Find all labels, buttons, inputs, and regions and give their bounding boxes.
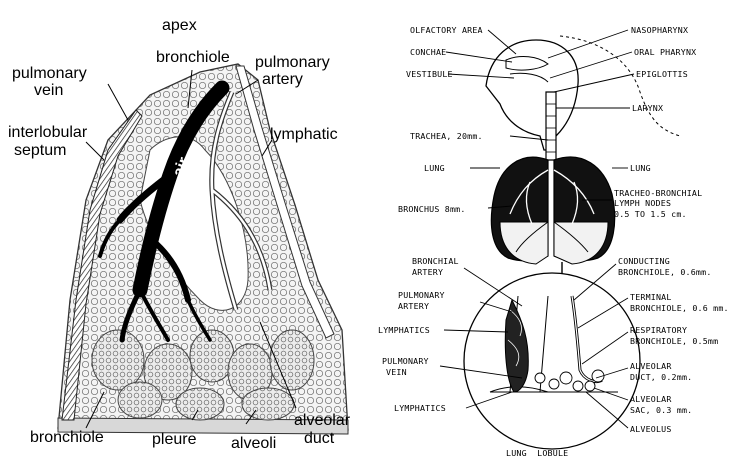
label-terminal-line1: TERMINAL bbox=[630, 292, 672, 302]
label-bronchiole-top: bronchiole bbox=[156, 50, 230, 66]
label-oral-pharynx: ORAL PHARYNX bbox=[634, 47, 696, 57]
respiratory-tract bbox=[440, 30, 680, 449]
label-alveolar-sac-line1: ALVEOLAR bbox=[630, 394, 672, 404]
label-trachea: TRACHEA, 20mm. bbox=[410, 131, 483, 141]
label-conducting-line1: CONDUCTING bbox=[618, 256, 670, 266]
label-alveolus: ALVEOLUS bbox=[630, 424, 672, 434]
label-pulmonary-vein-line1-r: PULMONARY bbox=[382, 356, 429, 366]
label-alveolar-sac-line2: SAC, 0.3 mm. bbox=[630, 405, 692, 415]
label-nasopharynx: NASOPHARYNX bbox=[631, 25, 688, 35]
label-lymphatic: lymphatic bbox=[270, 127, 338, 143]
label-alveolar-duct-line2: duct bbox=[304, 431, 334, 447]
label-alveolar-duct-line2-r: DUCT, 0.2mm. bbox=[630, 372, 692, 382]
label-tracheo-bronchial-line1: TRACHEO-BRONCHIAL bbox=[614, 188, 702, 198]
label-respiratory-line2: BRONCHIOLE, 0.5mm bbox=[630, 336, 718, 346]
label-bronchial-artery-line2: ARTERY bbox=[412, 267, 443, 277]
label-interlobular-septum-line1: interlobular bbox=[8, 125, 87, 141]
label-conchae: CONCHAE bbox=[410, 47, 446, 57]
label-pulmonary-artery-line1: pulmonary bbox=[255, 55, 330, 71]
label-tracheo-bronchial-line2: LYMPH NODES bbox=[614, 198, 671, 208]
label-respiratory-line1: RESPIRATORY bbox=[630, 325, 687, 335]
label-conducting-line2: BRONCHIOLE, 0.6mm. bbox=[618, 267, 712, 277]
label-terminal-line2: BRONCHIOLE, 0.6 mm. bbox=[630, 303, 729, 313]
label-pulmonary-artery-line2: artery bbox=[262, 72, 303, 88]
label-lung-lobule: LUNG LOBULE bbox=[506, 448, 568, 458]
label-lymphatics-lower: LYMPHATICS bbox=[394, 403, 446, 413]
label-lung-right: LUNG bbox=[630, 163, 651, 173]
label-pulmonary-vein-line1: pulmonary bbox=[12, 66, 87, 82]
label-pulmonary-vein-line2: vein bbox=[34, 83, 63, 99]
label-olfactory-area: OLFACTORY AREA bbox=[410, 25, 483, 35]
label-lymphatics-upper: LYMPHATICS bbox=[378, 325, 430, 335]
label-epiglottis: EPIGLOTTIS bbox=[636, 69, 688, 79]
label-larynx: LARYNX bbox=[632, 103, 663, 113]
label-bronchial-artery-line1: BRONCHIAL bbox=[412, 256, 459, 266]
label-apex: apex bbox=[162, 18, 197, 34]
label-alveoli: alveoli bbox=[231, 436, 276, 452]
label-bronchus: BRONCHUS 8mm. bbox=[398, 204, 466, 214]
label-pulmonary-artery-line1-r: PULMONARY bbox=[398, 290, 445, 300]
label-vestibule: VESTIBULE bbox=[406, 69, 453, 79]
label-lung-left: LUNG bbox=[424, 163, 445, 173]
label-interlobular-septum-line2: septum bbox=[14, 143, 66, 159]
label-pulmonary-artery-line2-r: ARTERY bbox=[398, 301, 429, 311]
label-pleure: pleure bbox=[152, 432, 196, 448]
label-alveolar-duct-line1: alveolar bbox=[294, 413, 350, 429]
label-tracheo-bronchial-line3: 0.5 TO 1.5 cm. bbox=[614, 209, 687, 219]
label-pulmonary-vein-line2-r: VEIN bbox=[386, 367, 407, 377]
label-bronchiole-bottom: bronchiole bbox=[30, 430, 104, 446]
lung-lobule-section: air bbox=[58, 64, 348, 434]
label-alveolar-duct-line1-r: ALVEOLAR bbox=[630, 361, 672, 371]
